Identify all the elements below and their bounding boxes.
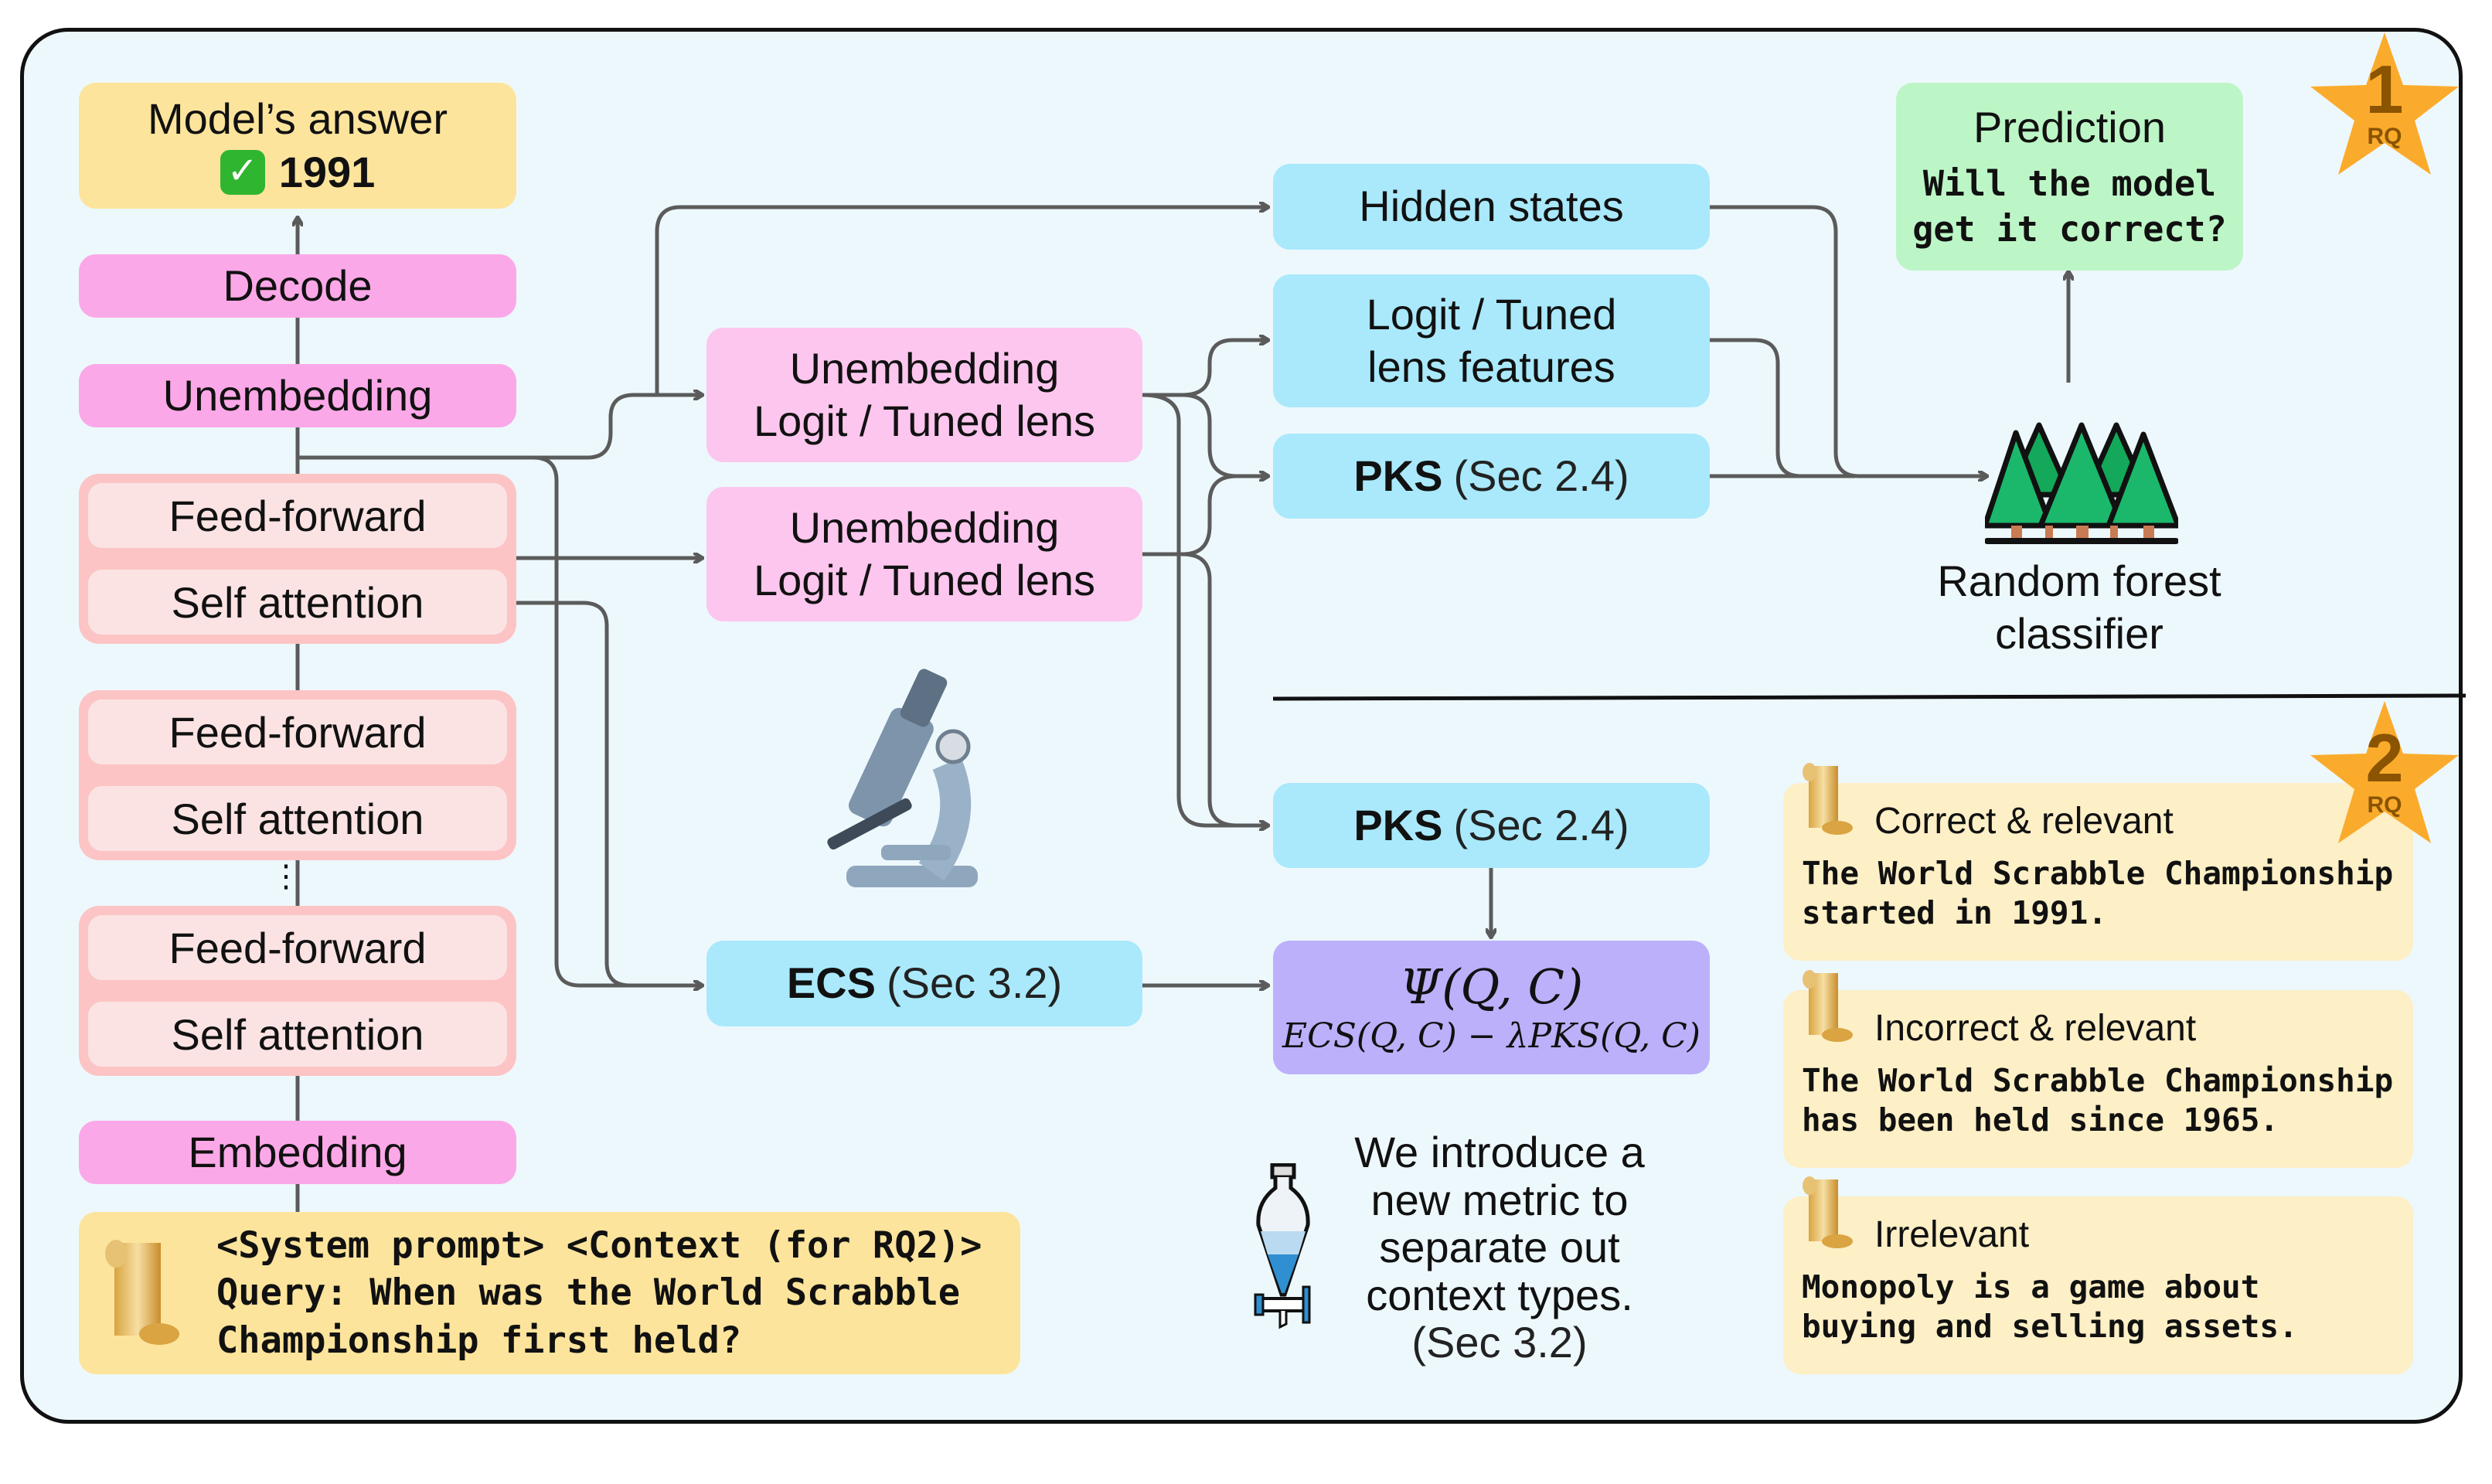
- logit-features-line: lens features: [1367, 342, 1615, 391]
- scroll-icon: [1803, 763, 1853, 835]
- logit-lens-block: Unembedding Logit / Tuned lens: [706, 328, 1142, 462]
- rq-number: 2: [2365, 720, 2404, 796]
- decode-block: Decode: [79, 254, 516, 318]
- pks-feature-block: PKS (Sec 2.4): [1273, 434, 1710, 519]
- logit-features-line: Logit / Tuned: [1366, 289, 1617, 339]
- classifier-line: classifier: [1995, 609, 2163, 659]
- metric-line: We introduce a: [1354, 1128, 1645, 1176]
- rq-label: RQ: [2367, 124, 2402, 149]
- self-attention-label: Self attention: [171, 577, 424, 627]
- prediction-line: Will the model: [1922, 163, 2217, 205]
- feed-forward-block: Feed-forward: [88, 483, 507, 548]
- rq1-star-badge: 1 RQ: [2307, 29, 2462, 184]
- context-card-incorrect: Incorrect & relevant The World Scrabble …: [1783, 990, 2413, 1168]
- forest-icon: [1985, 422, 2178, 544]
- self-attention-label: Self attention: [171, 1009, 424, 1059]
- star-icon: [2310, 701, 2459, 843]
- metric-line: context types.: [1366, 1270, 1633, 1319]
- prediction-title: Prediction: [1973, 102, 2167, 151]
- lens-line: Unembedding: [789, 343, 1060, 393]
- prompt-line: <System prompt> <Context (for RQ2)>: [216, 1224, 982, 1268]
- scroll-icon: [1803, 1176, 1853, 1248]
- transformer-layer: Feed-forward Self attention: [79, 906, 516, 1076]
- ecs-section-ref: (Sec 3.2): [886, 958, 1063, 1008]
- self-attention-block: Self attention: [88, 1002, 507, 1067]
- feed-forward-label: Feed-forward: [169, 923, 427, 972]
- context-title: Correct & relevant: [1874, 801, 2174, 842]
- logit-lens-block: Unembedding Logit / Tuned lens: [706, 487, 1142, 621]
- decode-label: Decode: [223, 260, 373, 310]
- prediction-box: Prediction Will the model get it correct…: [1896, 83, 2243, 271]
- embedding-block: Embedding: [79, 1121, 516, 1184]
- ecs-block: ECS (Sec 3.2): [706, 941, 1142, 1026]
- pks-section-ref: (Sec 2.4): [1453, 800, 1629, 849]
- ecs-label: ECS: [786, 958, 876, 1008]
- self-attention-label: Self attention: [171, 794, 424, 843]
- feed-forward-block: Feed-forward: [88, 915, 507, 980]
- context-card-correct: Correct & relevant The World Scrabble Ch…: [1783, 783, 2413, 961]
- layers-ellipsis: ⋮: [271, 859, 301, 893]
- model-answer-box: Model’s answer ✓ 1991: [79, 83, 516, 209]
- scroll-icon: [1803, 970, 1853, 1042]
- prompt-line: Championship first held?: [216, 1319, 742, 1362]
- context-card-irrelevant: Irrelevant Monopoly is a game about buyi…: [1783, 1196, 2413, 1374]
- context-title: Irrelevant: [1874, 1214, 2030, 1255]
- self-attention-block: Self attention: [88, 786, 507, 851]
- model-answer-value: 1991: [278, 147, 376, 196]
- prompt-box: <System prompt> <Context (for RQ2)> Quer…: [79, 1212, 1020, 1374]
- metric-line: separate out: [1379, 1223, 1620, 1272]
- classifier-label: Random forest classifier: [1886, 555, 2272, 661]
- psi-formula: ECS(Q, C) − λPKS(Q, C): [1282, 1016, 1700, 1057]
- feed-forward-label: Feed-forward: [169, 491, 427, 540]
- pks-label: PKS: [1353, 451, 1443, 500]
- metric-line: new metric to: [1370, 1175, 1629, 1224]
- hidden-states-block: Hidden states: [1273, 164, 1710, 250]
- context-body: Monopoly is a game about buying and sell…: [1802, 1268, 2298, 1346]
- transformer-layer: Feed-forward Self attention: [79, 690, 516, 860]
- prediction-question: Will the model get it correct?: [1912, 162, 2226, 252]
- scroll-icon: [105, 1240, 179, 1345]
- lens-line: Unembedding: [789, 502, 1060, 552]
- unembedding-label: Unembedding: [162, 370, 433, 420]
- pks-label: PKS: [1353, 800, 1443, 849]
- self-attention-block: Self attention: [88, 570, 507, 635]
- lens-line: Logit / Tuned lens: [753, 397, 1096, 445]
- metric-description: We introduce a new metric to separate ou…: [1314, 1128, 1685, 1367]
- metric-section-ref: (Sec 3.2): [1411, 1318, 1588, 1367]
- psi-metric-box: Ψ(Q, C) ECS(Q, C) − λPKS(Q, C): [1273, 941, 1710, 1074]
- model-answer-row: ✓ 1991: [220, 146, 376, 199]
- model-answer-title: Model’s answer: [147, 94, 448, 144]
- rq-label: RQ: [2367, 792, 2402, 818]
- star-icon: [2310, 32, 2459, 175]
- pks-section-ref: (Sec 2.4): [1453, 451, 1629, 500]
- prompt-line: Query: When was the World Scrabble: [216, 1271, 961, 1315]
- microscope-icon: [827, 669, 978, 887]
- check-mark-icon: ✓: [220, 149, 265, 195]
- prediction-line: get it correct?: [1912, 208, 2227, 250]
- context-title: Incorrect & relevant: [1874, 1008, 2197, 1049]
- psi-title: Ψ(Q, C): [1399, 958, 1584, 1015]
- logit-lens-features-block: Logit / Tuned lens features: [1273, 274, 1710, 407]
- feed-forward-label: Feed-forward: [169, 707, 427, 757]
- pks-rq2-block: PKS (Sec 2.4): [1273, 783, 1710, 868]
- context-body: The World Scrabble Championship started …: [1802, 855, 2394, 932]
- transformer-layer: Feed-forward Self attention: [79, 474, 516, 644]
- classifier-line: Random forest: [1937, 556, 2221, 605]
- feed-forward-block: Feed-forward: [88, 699, 507, 764]
- hidden-states-label: Hidden states: [1359, 182, 1624, 231]
- separatory-funnel-icon: [1254, 1163, 1311, 1329]
- lens-line: Logit / Tuned lens: [753, 556, 1096, 604]
- unembedding-block: Unembedding: [79, 364, 516, 427]
- rq-number: 1: [2365, 51, 2404, 128]
- rq2-star-badge: 2 RQ: [2307, 698, 2462, 853]
- embedding-label: Embedding: [188, 1127, 407, 1176]
- context-body: The World Scrabble Championship has been…: [1802, 1062, 2394, 1139]
- prompt-text: <System prompt> <Context (for RQ2)> Quer…: [216, 1222, 982, 1363]
